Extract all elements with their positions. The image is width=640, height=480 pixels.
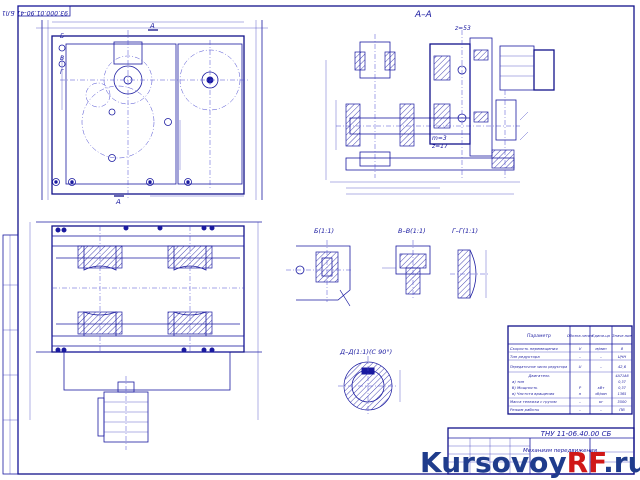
spec-cell: 4А71А6 — [615, 374, 628, 378]
drawing-title: Механизм передвижения — [523, 448, 598, 454]
watermark-part1: Kursovoy — [420, 446, 567, 479]
spec-header-symbol: Обозна-чение — [567, 334, 594, 338]
stamp-code-box: 93.000.01.90-41 БЛ1 — [2, 5, 71, 17]
spec-cell: – — [600, 407, 602, 412]
spec-cell: м/мин — [595, 347, 607, 351]
plan-view — [29, 221, 262, 450]
spec-cell: кг — [599, 399, 604, 404]
spec-cell: ПВ — [619, 407, 625, 412]
section-aa-view — [325, 30, 555, 195]
label-a-bottom: A — [115, 198, 121, 206]
document-code: ТНУ 11-06.40.00 СБ — [541, 430, 612, 438]
spec-cell: Передаточное число редуктора — [510, 365, 567, 369]
spec-cell: U — [579, 364, 582, 369]
spec-cell: – — [579, 354, 581, 359]
spec-cell: 3500 — [617, 400, 627, 404]
spec-cell: – — [579, 407, 581, 412]
spec-cell: в) Частота вращения — [512, 391, 555, 396]
title-block: ТНУ 11-06.40.00 СБ Механизм передвижения — [447, 427, 635, 475]
spec-cell: 8 — [621, 346, 624, 351]
spec-cell: 1365 — [618, 392, 627, 396]
view-d-title: Д–Д(1:1)(С 90°) — [339, 348, 392, 356]
spec-cell: Режим работы — [510, 407, 539, 412]
watermark-part2: RF — [567, 446, 606, 479]
spec-cell: 0,37 — [618, 386, 626, 390]
spec-cell: 42,6 — [618, 364, 627, 369]
spec-cell: Масса тележки с грузом — [510, 400, 557, 404]
svg-text:KursovoyRF.ru: KursovoyRF.ru — [420, 446, 640, 479]
spec-cell: кВт — [598, 386, 606, 390]
view-v — [382, 240, 431, 300]
label-g-1: Г — [60, 69, 64, 76]
view-g — [450, 249, 490, 299]
spec-row-4: а) тип 0,37 — [512, 379, 627, 384]
spec-header-value: Значе-ние — [612, 334, 632, 338]
spec-row-1: Тип редуктора – – ЦЧН — [510, 354, 626, 359]
main-view-top — [36, 20, 268, 200]
dim-z53: z=53 — [454, 25, 471, 32]
spec-row-7: Масса тележки с грузом – кг 3500 — [510, 399, 627, 404]
label-a-top: A — [149, 22, 155, 30]
spec-cell: Двигатель — [527, 373, 549, 378]
spec-cell: – — [600, 354, 602, 359]
spec-table: Параметр Обозна-чение Едини-ца Значе-ние… — [507, 325, 633, 415]
spec-cell: ЦЧН — [618, 354, 627, 359]
watermark-part3: .ru — [603, 446, 640, 479]
spec-cell: Р — [579, 385, 582, 390]
view-v-title: В–В(1:1) — [398, 227, 426, 235]
spec-cell: – — [600, 364, 602, 369]
watermark-logo: KursovoyRF.ru — [420, 446, 640, 479]
view-g-title: Г–Г(1:1) — [452, 227, 478, 235]
spec-row-6: в) Частота вращения n об/мин 1365 — [512, 391, 626, 396]
label-b-1: Б — [60, 33, 64, 40]
view-b — [286, 240, 352, 307]
spec-header-param: Параметр — [527, 333, 551, 339]
spec-row-8: Режим работы – – ПВ — [510, 407, 625, 412]
spec-row-0: Скорость перемещения V м/мин 8 — [510, 346, 624, 351]
dim-m3: m=3 — [432, 135, 447, 142]
view-b-title: Б(1:1) — [314, 227, 334, 235]
spec-cell: Тип редуктора — [510, 354, 540, 359]
spec-row-2: Передаточное число редуктора U – 42,6 — [510, 364, 627, 369]
spec-cell: 0,37 — [618, 380, 626, 384]
spec-cell: Скорость перемещения — [510, 346, 558, 351]
spec-row-3: Двигатель 4А71А6 — [527, 373, 628, 378]
left-margin-strip — [2, 234, 19, 475]
label-v-1: В — [60, 55, 64, 62]
dim-z17: z=17 — [431, 143, 448, 150]
spec-cell: V — [579, 346, 582, 351]
spec-header-unit: Едини-ца — [592, 334, 610, 338]
spec-cell: – — [579, 399, 581, 404]
spec-cell: об/мин — [595, 392, 607, 396]
spec-cell: б) Мощность — [512, 385, 538, 390]
section-aa-title: А–А — [414, 10, 432, 20]
spec-cell: а) тип — [512, 379, 525, 384]
spec-row-5: б) Мощность Р кВт 0,37 — [512, 385, 627, 390]
stamp-code-text: 93.000.01.90-41 БЛ1 — [2, 9, 68, 16]
view-d — [338, 356, 401, 416]
spec-cell: n — [579, 391, 582, 396]
